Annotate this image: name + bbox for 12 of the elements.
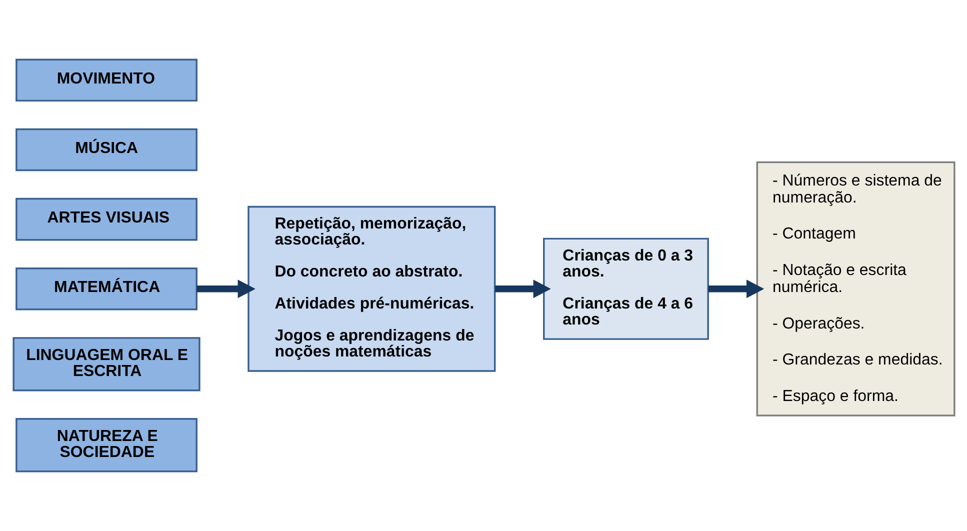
node-box: - Números e sistema de numeração. - Contagem - Notação e escrita numérica. - Operações. - Grandezas e medidas. - Espaço e forma.	[756, 161, 955, 416]
node-box: MÚSICA	[15, 128, 197, 172]
arrow	[196, 280, 255, 298]
arrow	[494, 280, 550, 298]
node-box: Crianças de 0 a 3 anos. Crianças de 4 a 6 anos	[542, 238, 708, 340]
node-box: ARTES VISUAIS	[15, 198, 197, 241]
node-box: Repetição, memorização, associação. Do concreto ao abstrato. Atividades pré-numéricas. Jogos e aprendizagens de noções matemáticas	[247, 206, 496, 372]
node-box: MOVIMENTO	[15, 58, 197, 102]
arrow	[708, 280, 764, 298]
node-box: LINGUAGEM ORAL E ESCRITA	[12, 337, 200, 392]
node-box: MATEMÁTICA	[15, 268, 197, 310]
node-box: NATUREZA E SOCIEDADE	[15, 418, 197, 472]
